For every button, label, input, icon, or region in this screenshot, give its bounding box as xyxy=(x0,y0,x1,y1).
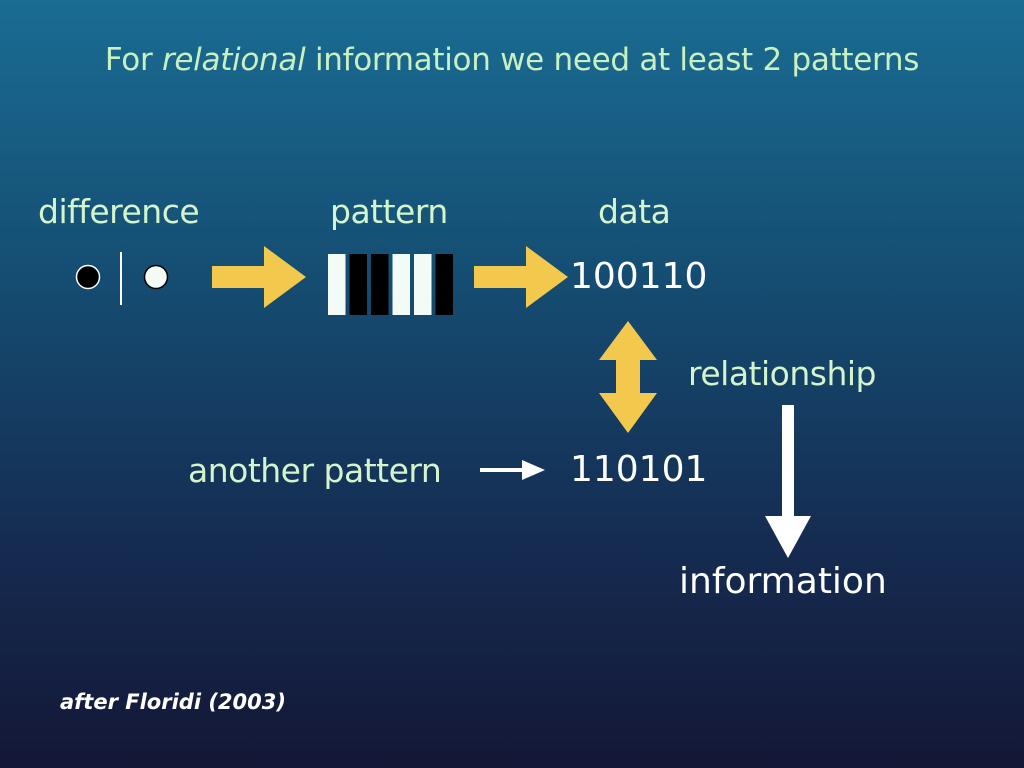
credit-citation: after Floridi (2003) xyxy=(60,690,286,714)
pattern-bar-white xyxy=(414,254,432,315)
pattern-bar-white xyxy=(328,254,346,315)
pattern-bar-white xyxy=(392,254,410,315)
label-information: information xyxy=(679,561,887,602)
pattern-bar-black xyxy=(371,254,389,315)
title-emphasis: relational xyxy=(161,42,306,78)
title-suffix: information we need at least 2 patterns xyxy=(305,42,920,78)
black-dot-icon xyxy=(75,264,101,290)
pattern-barcode xyxy=(328,254,453,315)
label-relationship: relationship xyxy=(688,354,876,393)
data-value-first: 100110 xyxy=(570,256,708,297)
arrow-pattern-to-data xyxy=(474,246,568,308)
pattern-bar-black xyxy=(349,254,367,315)
white-dot-icon xyxy=(143,264,169,290)
label-another-pattern: another pattern xyxy=(188,451,442,490)
arrow-to-information-shaft xyxy=(782,405,794,523)
arrow-another-pattern-head xyxy=(522,460,545,480)
slide-title: For relational information we need at le… xyxy=(0,42,1024,78)
arrow-difference-to-pattern xyxy=(212,246,306,308)
label-difference: difference xyxy=(38,192,200,231)
title-prefix: For xyxy=(104,42,162,78)
label-data: data xyxy=(598,192,671,231)
data-value-second: 110101 xyxy=(570,449,708,490)
pattern-bar-black xyxy=(435,254,453,315)
label-pattern: pattern xyxy=(330,192,448,231)
double-arrow-relationship xyxy=(599,321,657,433)
arrow-to-information-head xyxy=(765,516,811,558)
